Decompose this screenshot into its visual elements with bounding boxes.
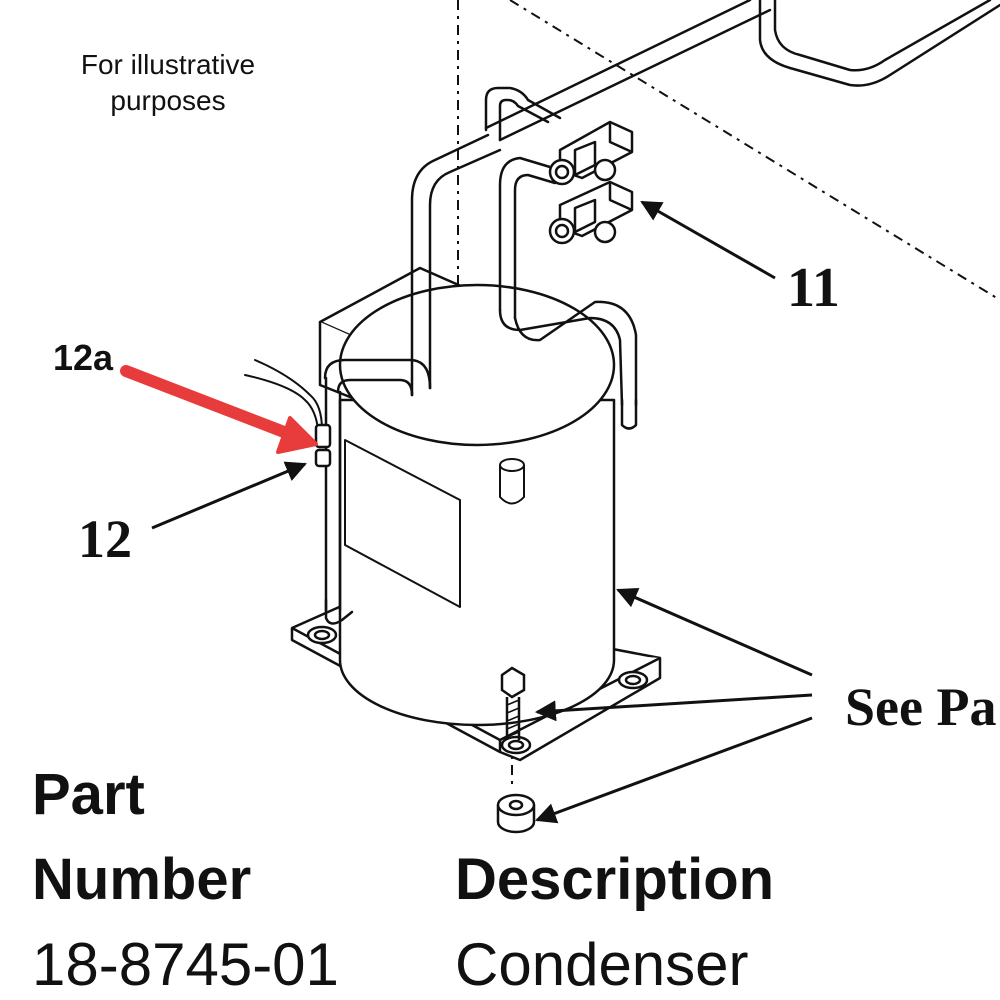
- callout-12: 12: [78, 509, 132, 569]
- service-valves: [548, 120, 634, 245]
- red-arrow-icon: [120, 365, 318, 454]
- leader-arrows: [151, 200, 813, 824]
- compressor-piping: [323, 86, 638, 625]
- illustrative-note-line2: purposes: [110, 85, 226, 116]
- callout-11: 11: [787, 257, 840, 319]
- part-number-header-line2: Number: [32, 847, 252, 912]
- description-header: Description: [455, 847, 775, 912]
- callout-12a: 12a: [53, 337, 114, 378]
- callout-see-page: See Pa: [845, 677, 997, 737]
- mounting-bolt: [500, 666, 526, 740]
- arrow-icon: [534, 693, 813, 722]
- arrow-icon: [535, 716, 813, 824]
- sensor-clamp: [314, 423, 332, 468]
- compressor-body: [338, 283, 616, 727]
- description-value: Condenser: [455, 931, 749, 998]
- rubber-grommet: [496, 793, 536, 834]
- sensor-wires: [244, 359, 323, 431]
- part-number-header-line1: Part: [32, 762, 145, 827]
- arrow-icon: [151, 461, 307, 530]
- arrow-icon: [616, 587, 813, 677]
- upper-tubing: [484, 0, 1000, 142]
- illustrative-note: For illustrative purposes: [18, 47, 318, 119]
- illustrative-note-line1: For illustrative: [80, 49, 256, 80]
- arrow-icon: [640, 200, 776, 280]
- part-number-value: 18-8745-01: [32, 931, 339, 998]
